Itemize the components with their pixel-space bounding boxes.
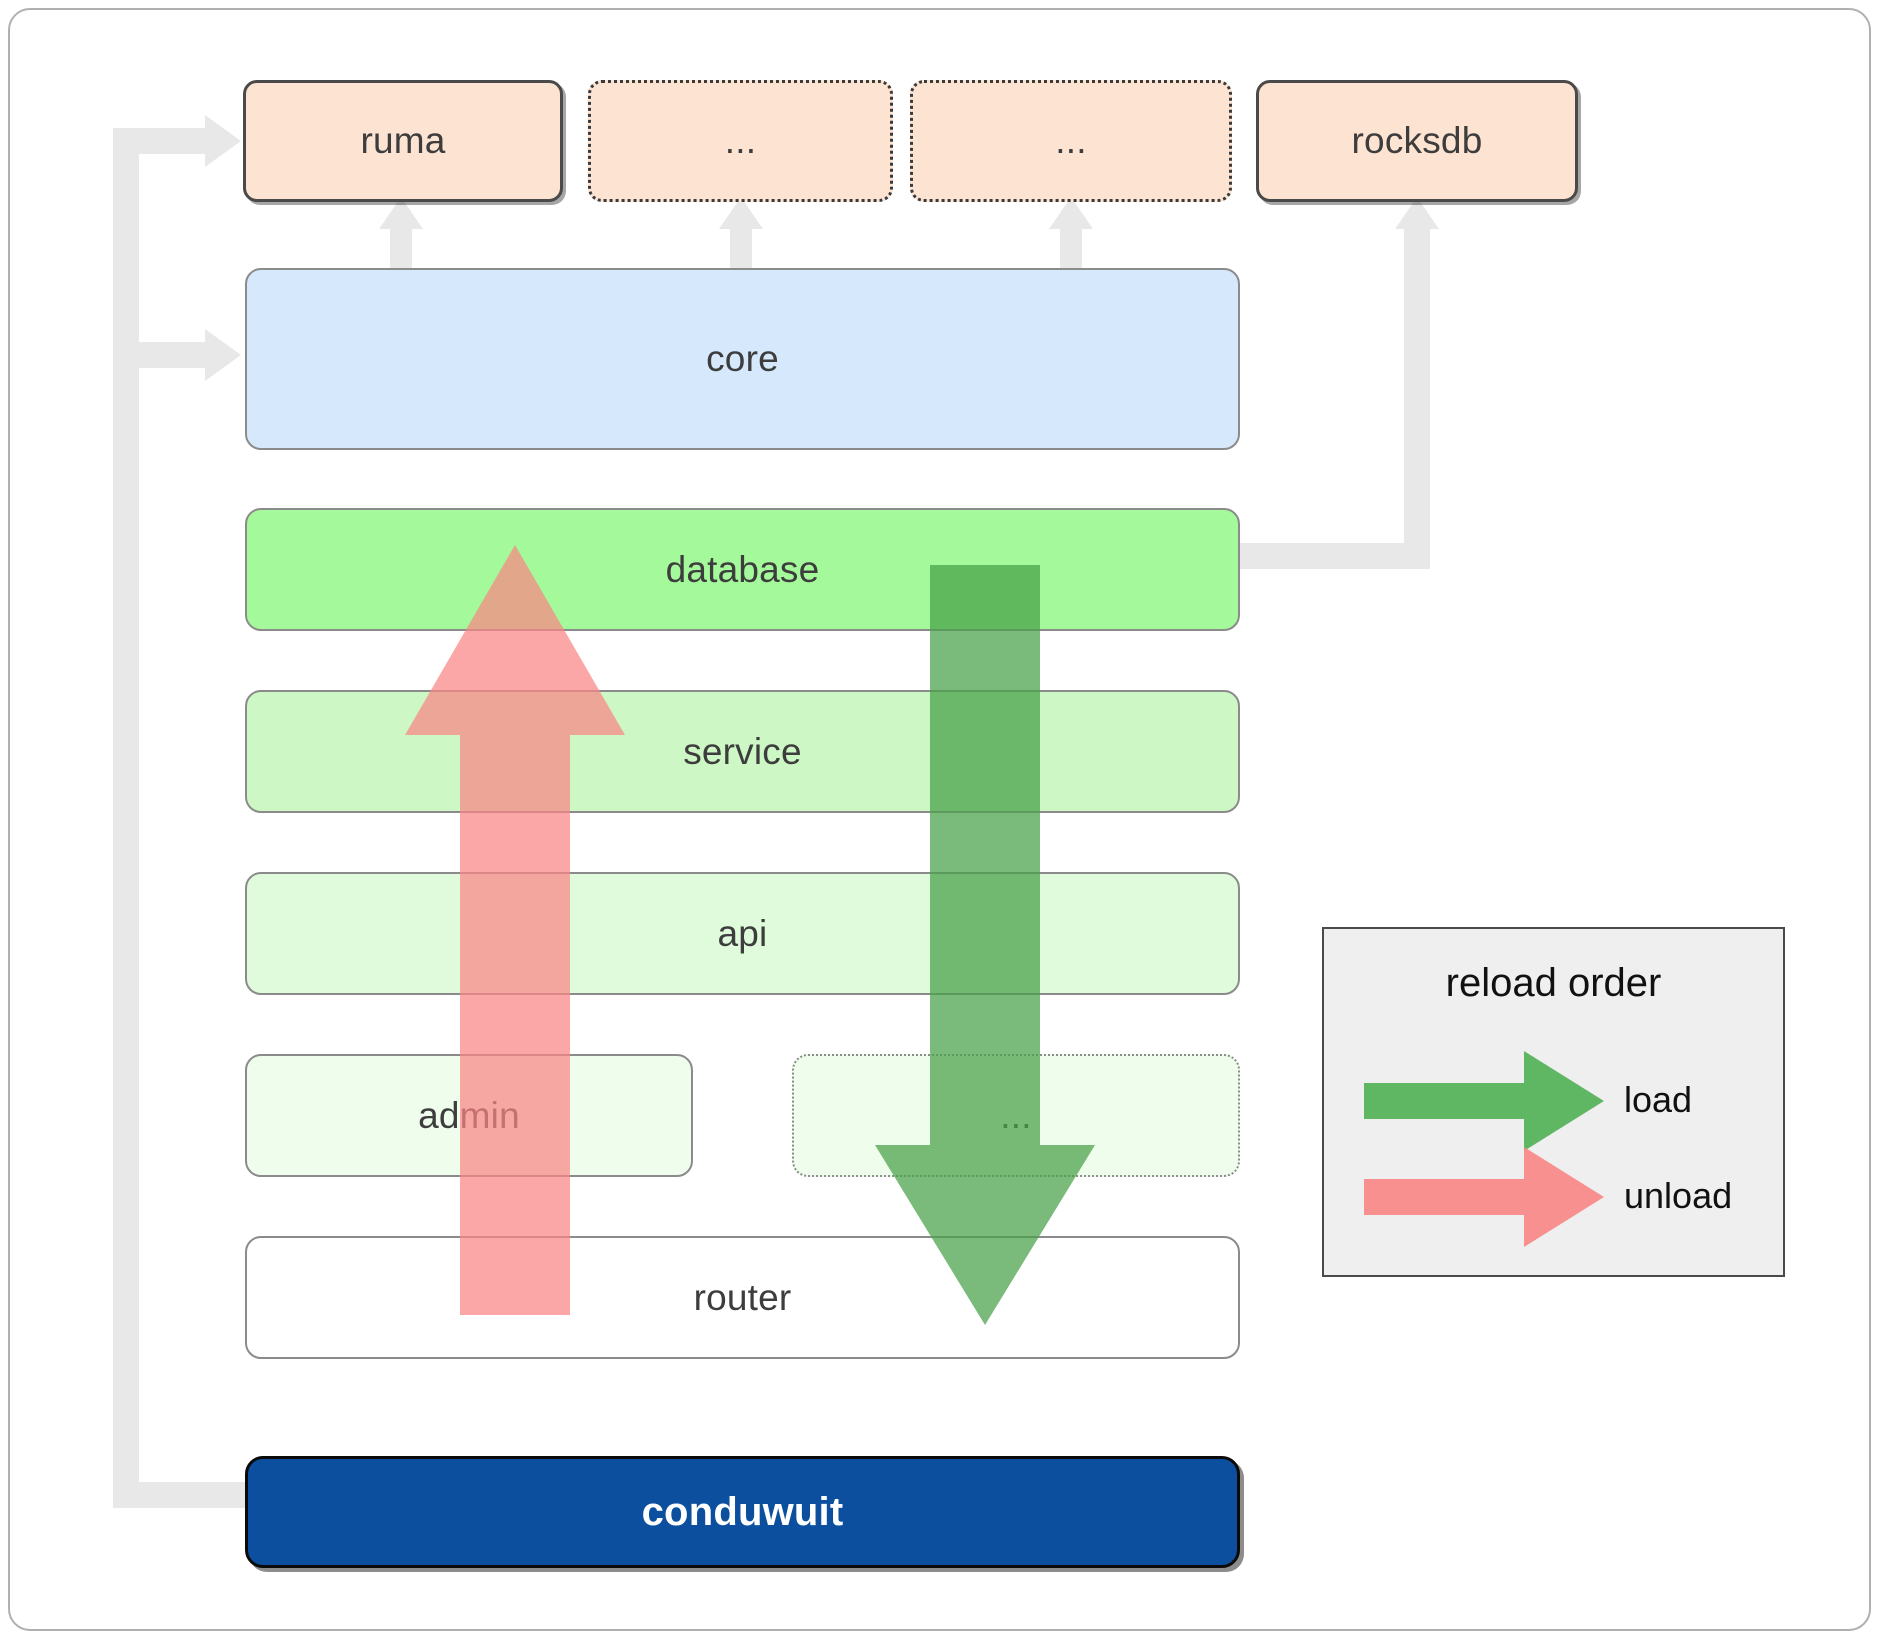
arrow-core-to-ruma-icon	[379, 197, 423, 229]
node-ruma[interactable]: ruma	[243, 80, 563, 202]
node-top-placeholder-1-label: ...	[724, 120, 757, 161]
arrow-to-rocksdb-icon	[1395, 197, 1439, 229]
node-ruma-label: ruma	[360, 120, 446, 161]
node-service-label: service	[683, 730, 802, 772]
connector-core-to-ruma-stem	[390, 225, 412, 270]
connector-left-vertical	[113, 128, 139, 1508]
node-api-label: api	[717, 912, 768, 954]
connector-to-ruma-horizontal	[113, 128, 218, 154]
node-core[interactable]: core	[245, 268, 1240, 450]
legend-unload-arrow-icon	[1364, 1147, 1604, 1247]
node-conduwuit-label: conduwuit	[641, 1489, 844, 1534]
connector-core-to-dots1-stem	[730, 225, 752, 270]
legend-unload-label: unload	[1624, 1175, 1733, 1216]
node-api[interactable]: api	[245, 872, 1240, 995]
node-router-label: router	[693, 1276, 792, 1318]
node-database[interactable]: database	[245, 508, 1240, 631]
connector-left-bottom-horizontal	[113, 1482, 248, 1508]
legend-reload-order: reload order load unload	[1322, 927, 1785, 1277]
connector-database-to-rocksdb-vertical	[1404, 225, 1430, 569]
connector-core-to-dots2-stem	[1060, 225, 1082, 270]
node-top-placeholder-2[interactable]: ...	[910, 80, 1232, 202]
node-core-label: core	[706, 338, 779, 379]
node-rocksdb-label: rocksdb	[1351, 120, 1483, 161]
legend-load-arrow-icon	[1364, 1051, 1604, 1151]
load-arrow-icon	[875, 565, 1095, 1325]
connector-to-core-horizontal	[113, 342, 218, 368]
node-service[interactable]: service	[245, 690, 1240, 813]
legend-title: reload order	[1445, 961, 1662, 1005]
arrow-to-ruma-icon	[205, 115, 241, 167]
node-top-placeholder-1[interactable]: ...	[588, 80, 893, 202]
arrow-core-to-dots1-icon	[719, 197, 763, 229]
legend-load-label: load	[1624, 1079, 1693, 1120]
node-router[interactable]: router	[245, 1236, 1240, 1359]
node-rocksdb[interactable]: rocksdb	[1256, 80, 1578, 202]
unload-arrow-icon	[405, 545, 625, 1315]
node-top-placeholder-2-label: ...	[1055, 120, 1087, 161]
node-conduwuit[interactable]: conduwuit	[245, 1456, 1240, 1568]
arrow-to-core-icon	[205, 329, 241, 381]
arrow-core-to-dots2-icon	[1049, 197, 1093, 229]
node-database-label: database	[665, 548, 820, 590]
